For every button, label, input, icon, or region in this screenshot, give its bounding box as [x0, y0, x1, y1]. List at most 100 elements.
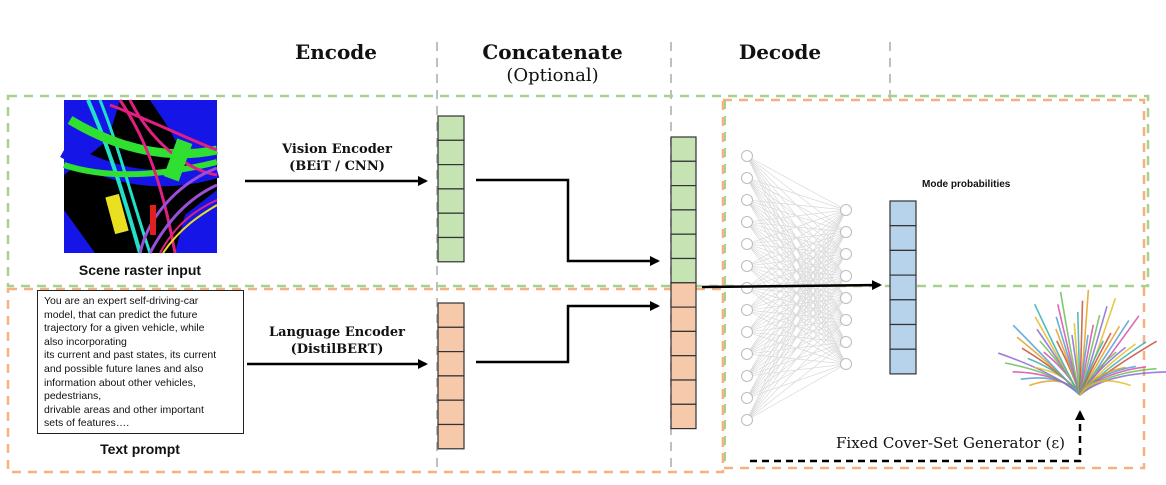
network-edge: [746, 199, 847, 211]
network-edge: [746, 177, 847, 211]
trajectory-curve: [1033, 303, 1081, 396]
vision-vector-cell: [437, 212, 465, 239]
vision-vector-cell: [437, 139, 465, 166]
output-vector-cell: [889, 348, 917, 375]
mode-probabilities-vector: [889, 200, 917, 375]
decode-header: Decode: [738, 40, 822, 64]
input-node: [741, 370, 753, 382]
language-vector-cell: [437, 399, 465, 426]
network-edge: [746, 209, 847, 267]
network-edge: [746, 209, 847, 289]
concat-green-cell: [670, 185, 697, 211]
concat-green-cell: [670, 233, 697, 260]
input-node: [741, 304, 753, 316]
concat-orange-cell: [670, 355, 697, 381]
input-node: [741, 194, 753, 206]
concatenated-vector: [670, 136, 697, 430]
trajectory-cover-set-image: [997, 289, 1166, 396]
vision-encoder-name: Vision Encoder: [282, 142, 392, 157]
text-prompt-line: model, that can predict the future: [44, 308, 198, 321]
hidden-node: [840, 204, 852, 216]
text-prompt-line: trajectory for a given vehicle, while: [44, 322, 205, 335]
vision-encoder-detail: (BEiT / CNN): [289, 159, 385, 174]
fixed-cover-set-generator-label: Fixed Cover-Set Generator (ε): [836, 434, 1065, 452]
concatenate-header: Concatenate: [482, 40, 623, 64]
network-edge: [746, 231, 847, 421]
hidden-node: [840, 336, 852, 348]
text-prompt-line: You are an expert self-driving-car: [44, 295, 199, 307]
language-vector-cell: [437, 423, 465, 450]
text-prompt-line: its current and past states, its current: [44, 349, 217, 362]
hidden-node: [840, 358, 852, 370]
decoder-arrow: [701, 280, 882, 291]
text-prompt-line: and possible future lanes and also: [44, 362, 204, 375]
output-vector-cell: [889, 323, 917, 350]
network-edge: [746, 155, 847, 211]
network-edge: [746, 297, 847, 421]
trajectory-curve: [1079, 380, 1131, 396]
language-embedding-vector: [437, 302, 465, 450]
network-edge: [746, 209, 847, 223]
output-vector-cell: [889, 200, 917, 227]
vision-vector-cell: [437, 188, 465, 214]
language-vector-cell: [437, 375, 465, 401]
language-vector-cell: [437, 351, 465, 377]
output-vector-cell: [889, 299, 917, 326]
concat-orange-cell: [670, 403, 697, 430]
concat-orange-cell: [670, 306, 697, 333]
concat-orange-cell: [670, 379, 697, 405]
network-edge: [746, 275, 847, 421]
vision-vector-cell: [437, 236, 465, 263]
concat-green-cell: [670, 136, 697, 162]
scene-raster-image: [60, 99, 220, 254]
network-edge: [746, 341, 847, 421]
mode-probabilities-label: Mode probabilities: [922, 179, 1011, 190]
language-encoder-label: Language Encoder (DistilBERT): [262, 324, 412, 358]
network-edge: [746, 209, 847, 377]
input-node: [741, 238, 753, 250]
text-prompt-line: pedestrians,: [44, 390, 102, 403]
input-node: [741, 348, 753, 360]
concat-green-cell: [670, 160, 697, 187]
network-edge: [746, 253, 847, 421]
network-edge: [746, 209, 847, 355]
trajectory-curve: [1012, 324, 1081, 396]
concat-green-cell: [670, 257, 697, 284]
language-vector-cell: [437, 326, 465, 353]
concat-orange-cell: [670, 330, 697, 357]
vision-embedding-vector: [437, 115, 465, 263]
text-prompt-line: drivable areas and other important: [44, 403, 204, 416]
vision-vector-cell: [437, 115, 465, 141]
language-encoder-name: Language Encoder: [268, 325, 406, 340]
hidden-node: [840, 226, 852, 238]
network-edge: [746, 209, 847, 399]
hidden-node: [840, 270, 852, 282]
network-edge: [746, 209, 847, 421]
language-encoder-detail: (DistilBERT): [290, 342, 384, 357]
hidden-node: [840, 248, 852, 260]
input-node: [741, 326, 753, 338]
trajectory-curve: [1079, 371, 1166, 396]
text-prompt-line: information about other vehicles,: [44, 376, 196, 389]
output-vector-cell: [889, 274, 917, 301]
vision-region: [6, 94, 1150, 288]
vision-vector-cell: [437, 164, 465, 190]
scene-raster-caption: Scene raster input: [78, 262, 202, 278]
network-edge: [746, 209, 847, 245]
concat-orange-cell: [670, 282, 697, 308]
encode-header: Encode: [294, 40, 377, 64]
input-node: [741, 392, 753, 404]
concatenate-optional-note: (Optional): [506, 65, 599, 86]
output-vector-cell: [889, 249, 917, 276]
language-vector-cell: [437, 302, 465, 328]
text-prompt-line: also incorporating: [44, 335, 127, 348]
decoder-network: [741, 150, 852, 426]
input-node: [741, 414, 753, 426]
vision-to-concat-arrow: [476, 178, 660, 266]
input-node: [741, 150, 753, 162]
network-edge: [746, 319, 847, 421]
